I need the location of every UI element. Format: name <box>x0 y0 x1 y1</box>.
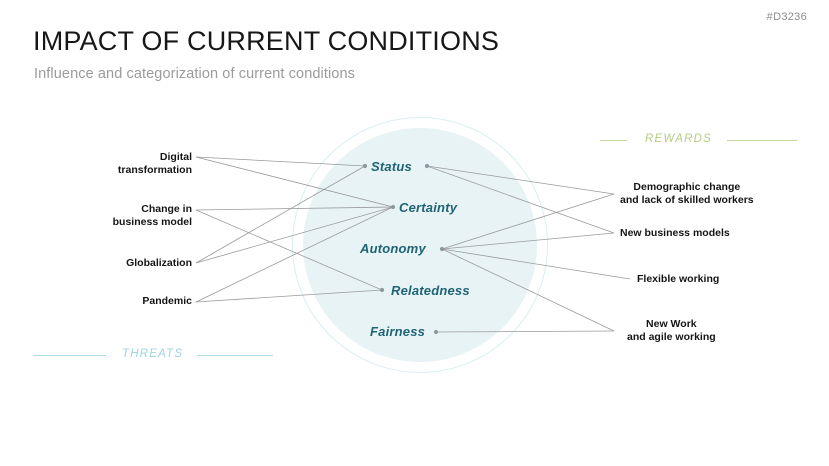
reward-label-line1: Demographic change <box>633 181 741 193</box>
threat-label-line1: Change in <box>141 203 192 215</box>
core-item-status: Status <box>371 159 412 174</box>
core-item-fairness: Fairness <box>370 324 426 339</box>
reward-label-line1: Flexible working <box>637 273 720 285</box>
core-item-certainty: Certainty <box>399 200 458 215</box>
threat-item-change-in-business-model: Change in business model <box>113 203 192 229</box>
threat-label-line1: Globalization <box>126 257 192 269</box>
threat-label-line2: business model <box>112 216 192 228</box>
reward-item-flexible-working: Flexible working <box>637 273 719 286</box>
reward-label-line1: New Work <box>646 318 697 330</box>
threats-rule-right <box>197 355 273 356</box>
document-code: #D3236 <box>766 11 807 23</box>
rewards-rule-left <box>600 140 627 141</box>
page-title: IMPACT OF CURRENT CONDITIONS <box>33 26 500 56</box>
threat-item-globalization: Globalization <box>126 257 192 270</box>
threat-item-pandemic: Pandemic <box>142 295 192 308</box>
outer-ring-circle <box>292 117 548 373</box>
threats-rule-left <box>33 355 106 356</box>
core-item-autonomy: Autonomy <box>360 241 426 256</box>
reward-label-line2: and agile working <box>627 331 716 343</box>
threat-label-line1: Digital <box>159 151 192 163</box>
inner-filled-circle <box>303 128 537 362</box>
core-item-relatedness: Relatedness <box>391 283 470 298</box>
reward-label-line2: and lack of skilled workers <box>620 194 754 206</box>
reward-item-new-business-models: New business models <box>620 227 730 240</box>
page-subtitle: Influence and categorization of current … <box>34 66 355 82</box>
threat-label-line1: Pandemic <box>142 295 192 307</box>
rewards-rule-right <box>727 140 797 141</box>
threat-item-digital-transformation: Digital transformation <box>118 151 192 177</box>
threats-header: THREATS <box>122 348 184 360</box>
threat-label-line2: transformation <box>117 164 192 176</box>
reward-item-demographic-change: Demographic change and lack of skilled w… <box>620 181 754 207</box>
reward-item-new-work: New Work and agile working <box>627 318 716 344</box>
reward-label-line1: New business models <box>620 227 730 239</box>
rewards-header: REWARDS <box>645 133 712 145</box>
